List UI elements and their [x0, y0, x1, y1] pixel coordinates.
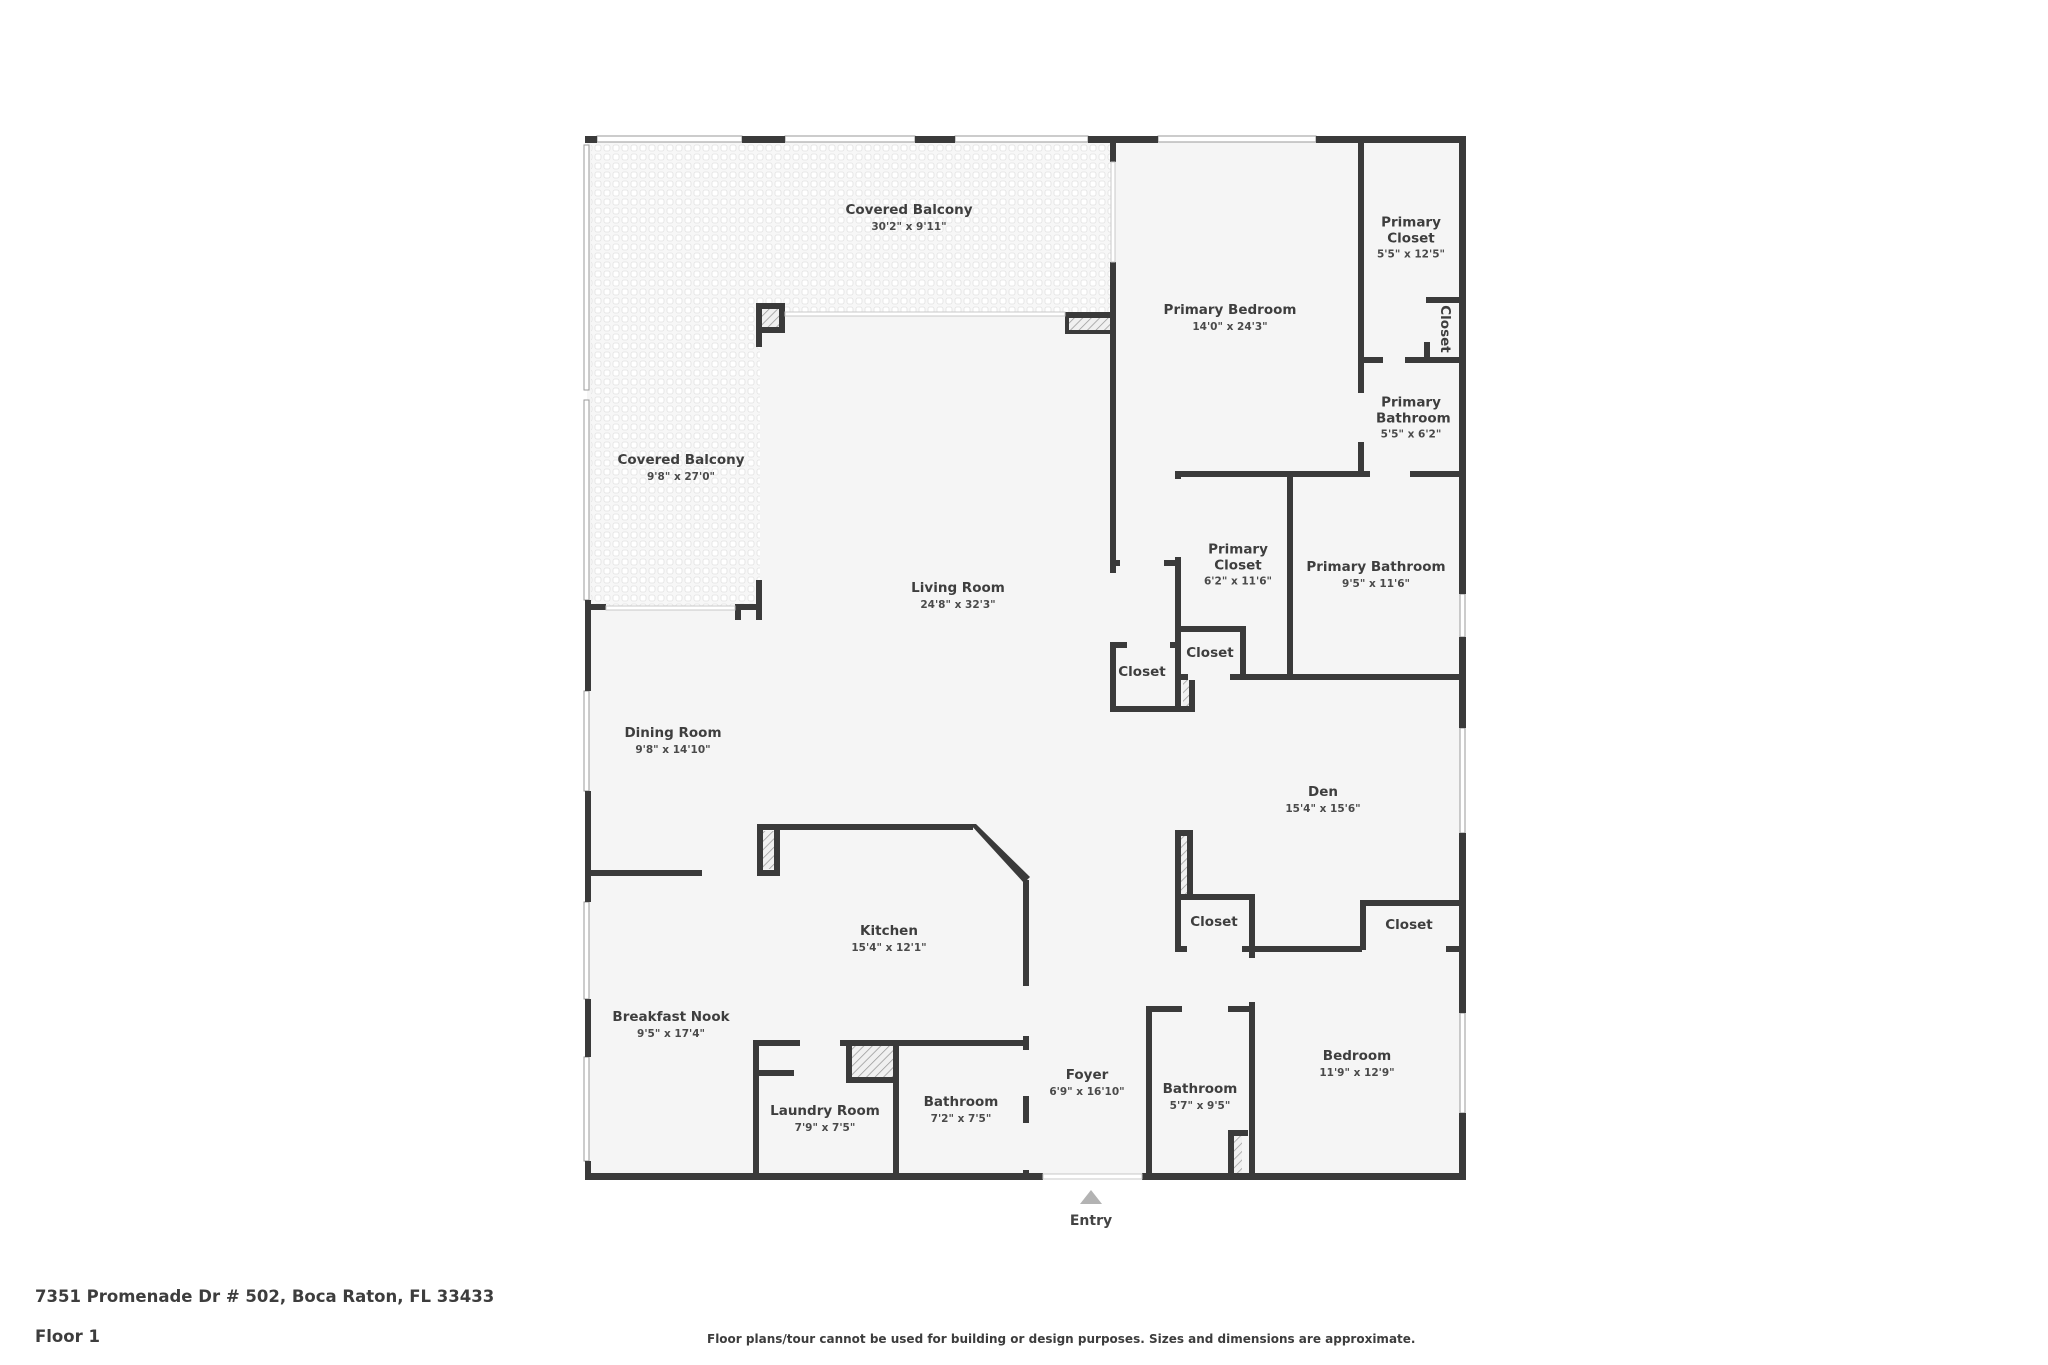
- room-closet-center-left: Closet: [1118, 664, 1166, 681]
- room-primary-bedroom: Primary Bedroom 14'0" x 24'3": [1163, 302, 1297, 333]
- room-primary-closet-lower: Primary Closet 6'2" x 11'6": [1204, 541, 1272, 588]
- room-closet-center-right: Closet: [1186, 645, 1234, 662]
- room-bathroom-bedroom: Bathroom 5'7" x 9'5": [1162, 1081, 1238, 1112]
- room-closet-den-right: Closet: [1385, 917, 1433, 934]
- room-breakfast-nook: Breakfast Nook 9'5" x 17'4": [612, 1009, 730, 1040]
- room-dining-room: Dining Room 9'8" x 14'10": [624, 725, 722, 756]
- room-primary-closet-upper: Primary Closet 5'5" x 12'5": [1377, 214, 1445, 261]
- room-bedroom: Bedroom 11'9" x 12'9": [1319, 1048, 1395, 1079]
- room-bathroom-hall: Bathroom 7'2" x 7'5": [923, 1094, 999, 1125]
- room-covered-balcony-left: Covered Balcony 9'8" x 27'0": [617, 452, 745, 483]
- room-den: Den 15'4" x 15'6": [1285, 784, 1361, 815]
- room-primary-bathroom-small: Primary Bathroom 5'5" x 6'2": [1376, 394, 1451, 441]
- covered-balcony-area: [591, 142, 1111, 608]
- structural-columns: [762, 309, 1242, 1173]
- room-closet-den-left: Closet: [1190, 914, 1238, 931]
- entry-arrow-icon: [1080, 1190, 1102, 1204]
- walls: [585, 136, 1466, 1180]
- entry-label: Entry: [1069, 1213, 1113, 1229]
- room-laundry-room: Laundry Room 7'9" x 7'5": [770, 1103, 880, 1134]
- room-closet-mini: Closet: [1436, 305, 1453, 353]
- floor-label: Floor 1: [35, 1327, 100, 1346]
- door-openings: [605, 161, 1143, 1180]
- room-foyer: Foyer 6'9" x 16'10": [1049, 1067, 1125, 1098]
- room-covered-balcony-top: Covered Balcony 30'2" x 9'11": [845, 202, 973, 233]
- property-address: 7351 Promenade Dr # 502, Boca Raton, FL …: [35, 1287, 495, 1306]
- room-primary-bathroom-large: Primary Bathroom 9'5" x 11'6": [1306, 559, 1446, 590]
- disclaimer-text: Floor plans/tour cannot be used for buil…: [707, 1332, 1416, 1346]
- room-living-room: Living Room 24'8" x 32'3": [911, 580, 1005, 611]
- room-kitchen: Kitchen 15'4" x 12'1": [851, 923, 927, 954]
